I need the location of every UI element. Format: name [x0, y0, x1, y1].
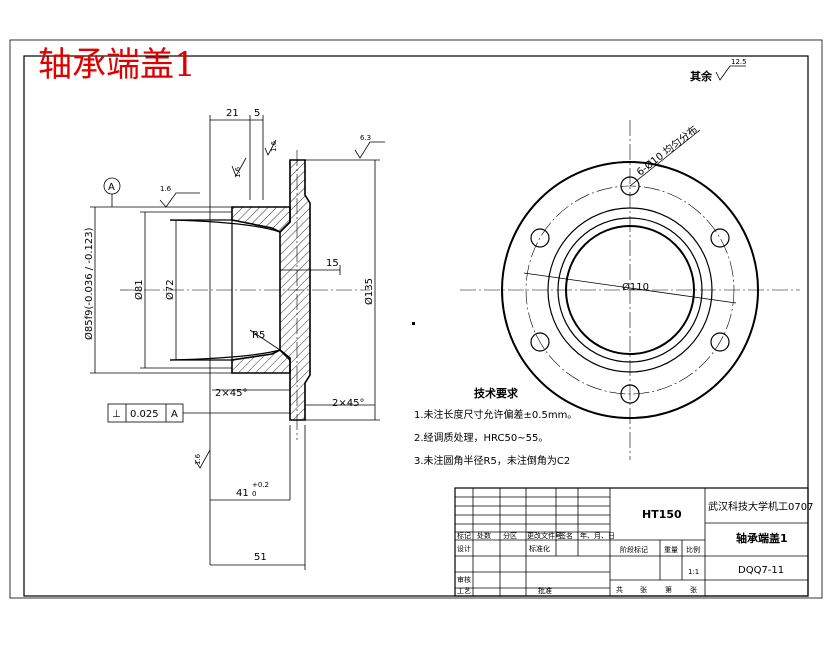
- roughness-3: 6.3: [360, 134, 371, 142]
- hatch-upper-wall: [231, 206, 291, 233]
- tb-material: HT150: [642, 508, 682, 521]
- tolerance-datum: A: [171, 409, 178, 420]
- surface-finish-label: 其余: [690, 69, 713, 83]
- tb-h-sheet2: 张: [690, 585, 697, 594]
- tb-part-name: 轴承端盖1: [736, 531, 788, 545]
- datum-a-label: A: [108, 182, 115, 193]
- tb-h-weight: 重量: [664, 546, 678, 554]
- tech-req-heading: 技术要求: [474, 386, 519, 400]
- tolerance-value: 0.025: [130, 409, 159, 420]
- surface-finish-value: 12.5: [731, 58, 747, 66]
- title-block: [454, 487, 809, 597]
- tb-h-sheet: 张: [640, 585, 647, 594]
- section-dimensions: [90, 115, 385, 570]
- tech-req-3: 3.未注圆角半径R5，未注倒角为C2: [414, 454, 570, 467]
- outer-border: [9, 39, 823, 599]
- dim-135: Ø135: [363, 278, 375, 305]
- dim-110: Ø110: [622, 281, 649, 293]
- bolt-hole-3: [710, 332, 730, 352]
- section-view: [120, 150, 370, 440]
- tb-h-total: 共: [616, 585, 623, 594]
- tb-h-date: 年、月、日: [580, 531, 615, 540]
- end-view: [460, 120, 800, 460]
- tb-h-review: 审核: [457, 575, 471, 584]
- tolerance-symbol: ⊥: [112, 409, 121, 420]
- dim-chamfer-1: 2×45°: [215, 388, 247, 399]
- roughness-bottom: 1.6: [194, 453, 202, 465]
- tb-h-no: 第: [665, 585, 672, 594]
- dim-15: 15: [326, 258, 339, 269]
- dim-r5: R5: [252, 330, 265, 341]
- tb-h-sign: 签名: [559, 531, 573, 540]
- tb-h-zone: 分区: [503, 531, 517, 540]
- dim-41-tol-up: +0.2: [252, 481, 269, 489]
- tb-h-scale: 比例: [686, 545, 700, 554]
- dim-21: 21: [226, 108, 239, 119]
- center-mark: [412, 322, 415, 325]
- tb-h-std: 标准化: [529, 544, 550, 553]
- inner-border: [23, 55, 809, 597]
- tb-h-process: 工艺: [457, 587, 471, 595]
- tech-req-1: 1.未注长度尺寸允许偏差±0.5mm。: [414, 408, 577, 421]
- bolt-hole-2: [710, 228, 730, 248]
- dim-41: 41: [236, 488, 249, 499]
- tech-req-2: 2.经调质处理，HRC50~55。: [414, 431, 548, 444]
- roughness-left: 1.6: [160, 185, 172, 193]
- dim-72: Ø72: [164, 279, 176, 300]
- bolt-hole-6: [530, 228, 550, 248]
- dim-51: 51: [254, 552, 267, 563]
- dim-5: 5: [254, 108, 260, 119]
- tb-h-design: 设计: [457, 544, 471, 553]
- tb-drawing-no: DQQ7-11: [738, 565, 784, 576]
- dim-chamfer-2: 2×45°: [332, 398, 364, 409]
- tb-school: 武汉科技大学机工0707: [708, 500, 813, 513]
- tb-h-count: 处数: [477, 531, 491, 540]
- inner-taper: [169, 219, 281, 361]
- tb-h-docno: 更改文件号: [527, 531, 562, 540]
- dim-41-tol-low: 0: [252, 490, 256, 498]
- dim-85: Ø85f9(-0.036 / -0.123): [83, 227, 95, 340]
- dim-81: Ø81: [133, 279, 145, 300]
- tolerance-frame: [107, 403, 184, 423]
- dim-holes: 6-Ø10 均匀分布: [634, 124, 700, 179]
- tb-h-approve: 批准: [538, 586, 552, 595]
- surface-finish-symbol: [715, 65, 746, 81]
- tb-scale: 1:1: [688, 568, 699, 576]
- drawing-title: 轴承端盖1: [38, 45, 196, 85]
- tb-h-stage: 阶段标记: [620, 545, 648, 554]
- bolt-hole-5: [530, 332, 550, 352]
- roughness-2: 1.6: [270, 140, 278, 152]
- roughness-1: 1.6: [234, 166, 242, 178]
- tb-h-mark: 标记: [457, 531, 471, 540]
